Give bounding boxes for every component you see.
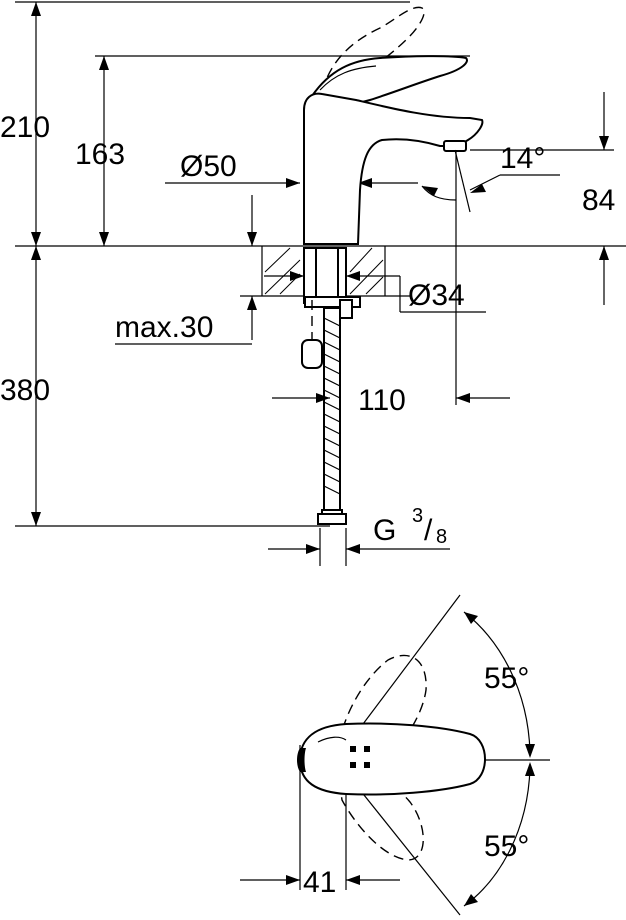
dimension-max-thickness: max.30: [115, 296, 257, 345]
dim-thread-slash: /: [424, 514, 433, 547]
top-view: 55° 55° 41: [240, 594, 550, 916]
dim-base-diameter-label: Ø50: [180, 150, 237, 183]
dim-thread-denominator: 8: [436, 526, 447, 548]
dim-width-label: 41: [303, 866, 336, 899]
faucet-body: [303, 6, 484, 245]
dimension-shank-diameter: Ø34: [264, 271, 486, 313]
dim-total-height-label: 210: [0, 111, 50, 144]
dimension-base-diameter: Ø50: [165, 150, 418, 246]
dim-thread-numerator: 3: [412, 505, 423, 527]
dimension-angle-lower: 55°: [463, 762, 535, 907]
handle-ghost-lower: [335, 758, 424, 861]
dimension-outlet-height: 84: [470, 92, 615, 305]
dim-outlet-height-label: 84: [582, 184, 615, 217]
dimension-hose-length: 380: [0, 246, 330, 527]
dim-max-thickness-label: max.30: [115, 311, 213, 344]
dim-thread-prefix: G: [373, 514, 396, 547]
dim-hose-length-label: 380: [0, 374, 50, 407]
dim-projection-label: 110: [358, 384, 406, 417]
dim-shank-diameter-label: Ø34: [408, 279, 465, 312]
dimension-total-height: 210: [0, 1, 410, 246]
shank-and-hoses: [301, 247, 361, 525]
dim-spout-angle-label: 14°: [500, 142, 545, 175]
dimension-spout-angle: 14°: [421, 142, 560, 405]
dim-spout-height-label: 163: [75, 138, 125, 171]
dimension-width: 41: [240, 866, 400, 899]
top-handle: [297, 722, 486, 796]
dim-angle-upper-label: 55°: [484, 662, 529, 695]
dimension-projection: 110: [272, 384, 510, 417]
dimension-spout-height: 163: [75, 55, 470, 246]
dim-angle-lower-label: 55°: [484, 830, 529, 863]
dimension-thread: G 3 / 8: [268, 505, 450, 566]
dimension-angle-upper: 55°: [463, 611, 535, 758]
side-view: 210 163 Ø50: [0, 1, 626, 566]
